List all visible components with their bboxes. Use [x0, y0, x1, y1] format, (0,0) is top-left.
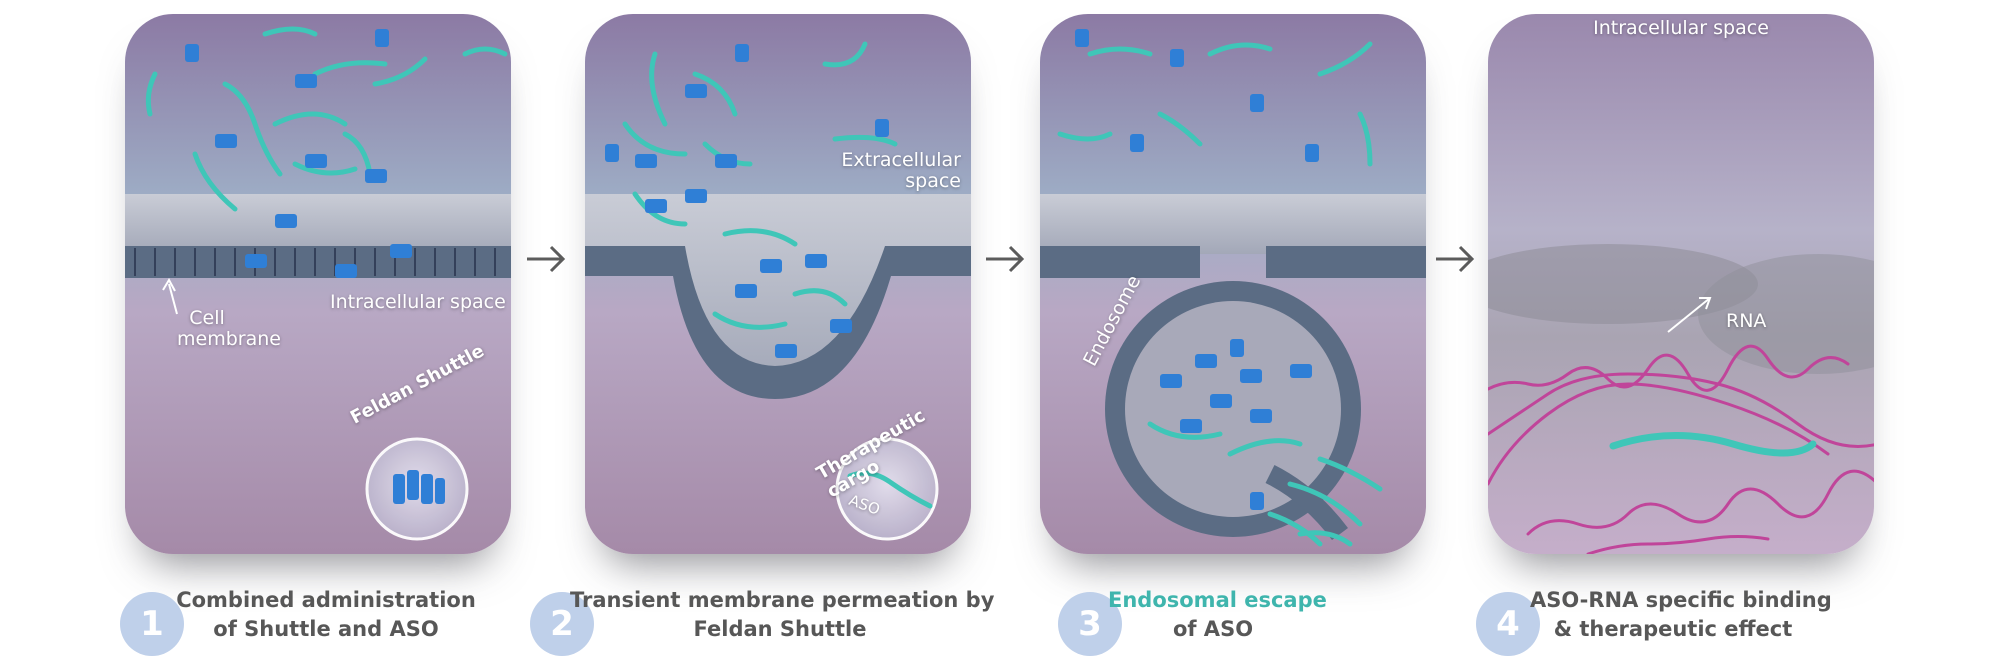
step-3-line2: of ASO	[1172, 617, 1254, 641]
step-3-text: Endosomal escape of ASO	[1108, 586, 1327, 644]
step-1-line1: Combined administration	[176, 588, 476, 612]
cell-membrane-label: Cell membrane	[177, 307, 281, 350]
arrow-right-icon	[986, 245, 1025, 273]
endosome-illustration	[1040, 14, 1426, 554]
arrow-right-icon	[1436, 245, 1475, 273]
step-2-line1: Transient membrane permeation by	[570, 588, 995, 612]
step-2-caption: 2 Transient membrane permeation by Felda…	[530, 586, 995, 656]
step-number-badge: 2	[530, 592, 594, 656]
panel-endosomal-escape: Endosome	[1040, 14, 1426, 554]
step-number-badge: 3	[1058, 592, 1122, 656]
step-3-line1-highlight: Endosomal escape	[1108, 588, 1327, 612]
step-4-text: ASO-RNA specific binding & therapeutic e…	[1530, 586, 1832, 644]
step-number-badge: 4	[1476, 592, 1540, 656]
panel-transient-permeation: Extracellular space Therapeutic cargo AS…	[585, 14, 971, 554]
extracellular-label-line1: Extracellular	[841, 149, 961, 171]
panel-aso-rna-binding: Intracellular space RNA	[1488, 14, 1874, 554]
step-4-line1: ASO-RNA specific binding	[1530, 588, 1832, 612]
cell-membrane-label-line2: membrane	[177, 328, 281, 350]
intracellular-space-label: Intracellular space	[330, 291, 506, 313]
step-2-text: Transient membrane permeation by Feldan …	[570, 586, 995, 644]
step-number-badge: 1	[120, 592, 184, 656]
extracellular-space-label: Extracellular space	[821, 150, 961, 192]
panel-combined-administration: Cell membrane Intracellular space Feldan…	[125, 14, 511, 554]
step-3-caption: 3 Endosomal escape of ASO	[1058, 586, 1327, 656]
rna-label: RNA	[1726, 310, 1767, 332]
step-1-line2: of Shuttle and ASO	[213, 617, 439, 641]
intracellular-space-label: Intracellular space	[1593, 17, 1769, 39]
cell-membrane-label-line1: Cell	[189, 307, 225, 329]
rna-strand-illustration	[1488, 14, 1874, 554]
step-4-caption: 4 ASO-RNA specific binding & therapeutic…	[1476, 586, 1832, 656]
step-2-line2: Feldan Shuttle	[693, 617, 867, 641]
membrane-illustration	[585, 14, 971, 554]
step-1-text: Combined administration of Shuttle and A…	[172, 586, 480, 644]
step-4-line2: & therapeutic effect	[1553, 617, 1793, 641]
membrane-illustration	[125, 14, 511, 554]
extracellular-label-line2: space	[905, 170, 961, 192]
arrow-right-icon	[527, 245, 566, 273]
step-1-caption: 1 Combined administration of Shuttle and…	[120, 586, 480, 656]
